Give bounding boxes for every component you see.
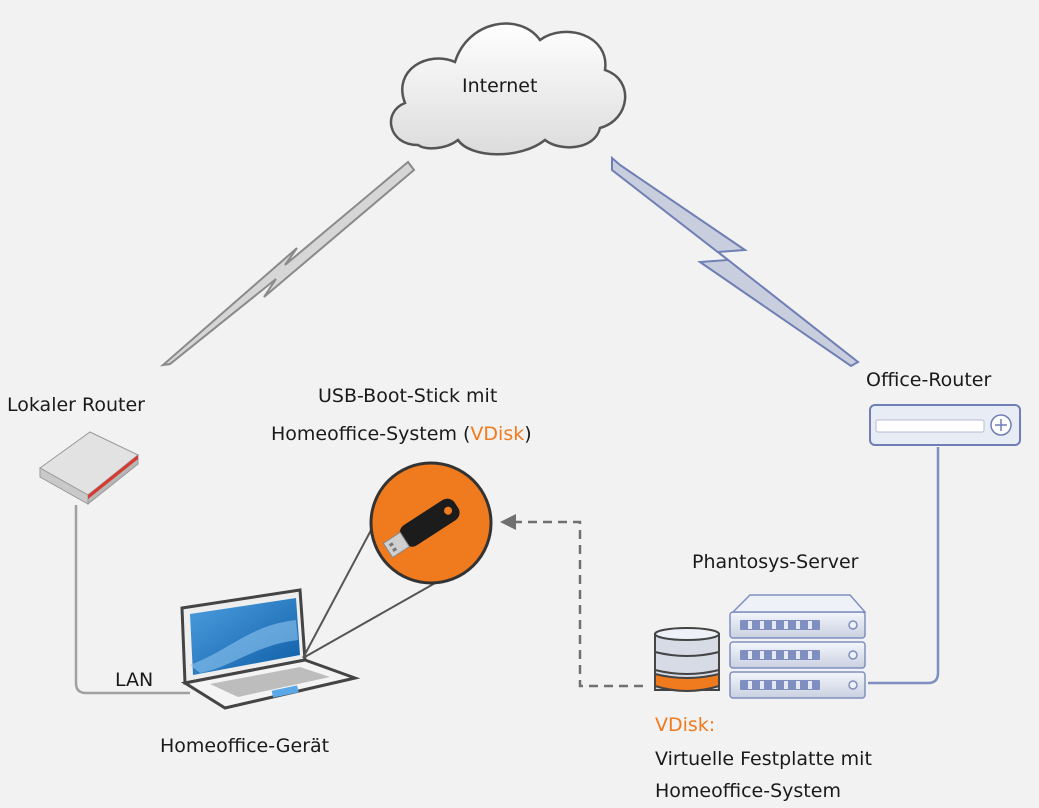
zoom-line: [302, 581, 438, 659]
internet-label: Internet: [462, 75, 538, 97]
wireless-link-right-icon: [611, 155, 860, 368]
server-label: Phantosys-Server: [692, 551, 859, 573]
local-router-icon: [39, 431, 139, 506]
usb-stick-label-line2: Homeoffice-System (VDisk): [271, 423, 532, 445]
local-router-label: Lokaler Router: [7, 394, 145, 416]
vdisk-desc-line1: Virtuelle Festplatte mit: [655, 748, 872, 770]
wireless-link-left-icon: [159, 160, 416, 367]
usb-stick-label-line1: USB-Boot-Stick mit: [318, 385, 498, 407]
server-icon: [729, 594, 867, 699]
vdisk-desc-line2: Homeoffice-System: [655, 780, 841, 802]
vdisk-accent-text: VDisk: [470, 423, 525, 445]
internet-cloud-icon: [389, 22, 627, 156]
laptop-label: Homeoffice-Gerät: [160, 735, 330, 757]
office-router-icon: [869, 404, 1021, 446]
office-router-label: Office-Router: [866, 369, 992, 391]
vdisk-database-icon: [654, 627, 720, 692]
office-cable: [868, 447, 940, 685]
lan-label: LAN: [115, 669, 154, 691]
usb-stick-icon: [369, 461, 493, 585]
boot-link-dashed: [512, 520, 643, 688]
lan-cable: [74, 505, 190, 695]
vdisk-title: VDisk:: [655, 714, 716, 736]
boot-link-arrowhead: [500, 514, 516, 530]
laptop-icon: [180, 588, 361, 710]
